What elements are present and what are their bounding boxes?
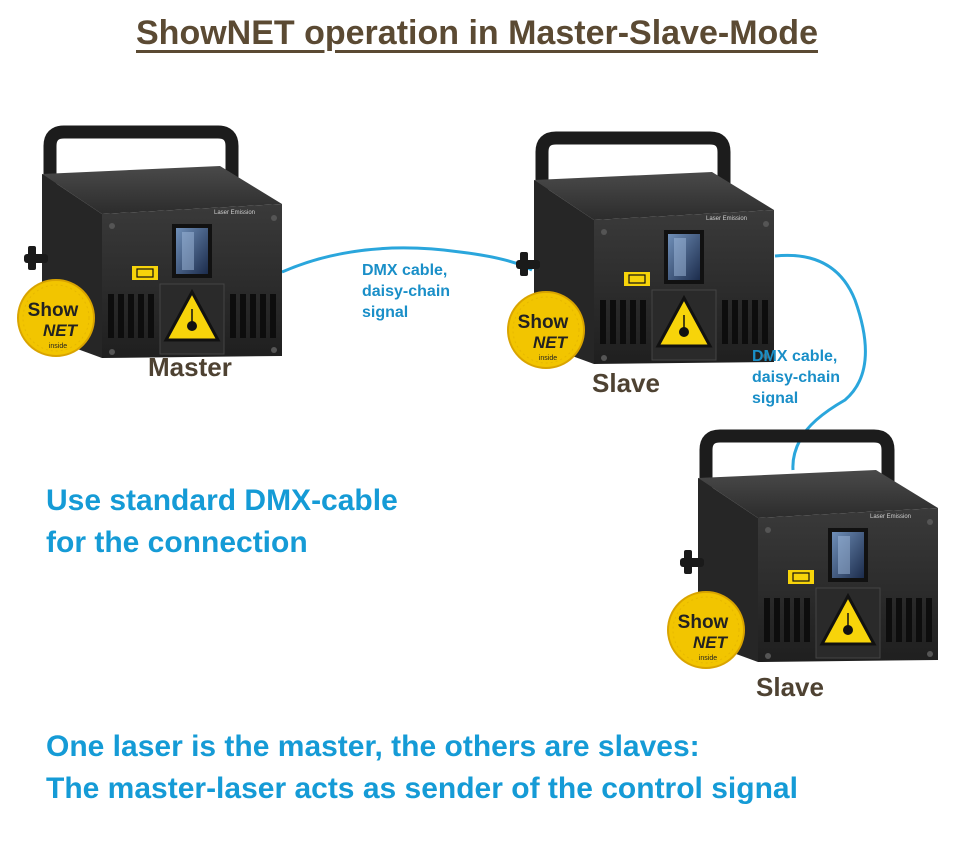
cable-label-2: DMX cable, daisy-chain signal	[752, 346, 840, 409]
panel-text: Laser Emission	[214, 210, 255, 216]
shownet-badge: Show NET inside	[18, 280, 94, 356]
svg-text:NET: NET	[533, 333, 569, 352]
device-label-slave-2: Slave	[756, 672, 824, 703]
device-label-master: Master	[148, 352, 232, 383]
svg-text:inside: inside	[539, 355, 557, 362]
cable-label-1: DMX cable, daisy-chain signal	[362, 260, 450, 323]
svg-text:Show: Show	[28, 300, 79, 321]
panel-text: Laser Emission	[706, 216, 747, 222]
device-label-slave-1: Slave	[592, 368, 660, 399]
svg-text:inside: inside	[49, 343, 67, 350]
summary-line-2: The master-laser acts as sender of the c…	[46, 768, 798, 810]
svg-text:NET: NET	[43, 321, 79, 340]
shownet-badge: Show NET inside	[508, 292, 584, 368]
svg-text:inside: inside	[699, 655, 717, 662]
shownet-badge: Show NET inside	[668, 592, 744, 668]
summary-line-1: One laser is the master, the others are …	[46, 726, 700, 768]
svg-text:NET: NET	[693, 633, 729, 652]
svg-text:Show: Show	[518, 312, 569, 333]
cable-hint-text: Use standard DMX-cable for the connectio…	[46, 480, 398, 564]
svg-text:Show: Show	[678, 612, 729, 633]
panel-text: Laser Emission	[870, 514, 911, 520]
